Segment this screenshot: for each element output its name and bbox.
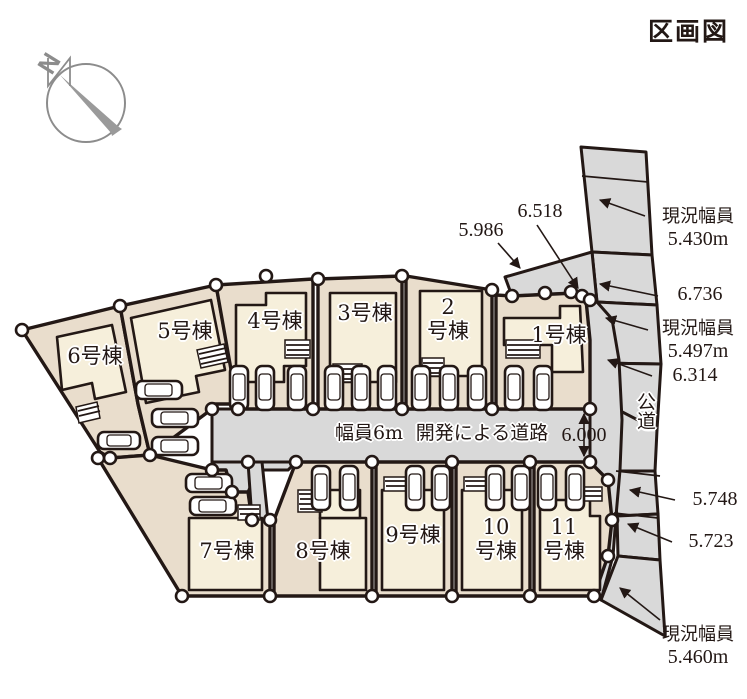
lot-10-parcel[interactable] xyxy=(454,460,532,598)
car-icon xyxy=(286,364,308,412)
car-icon xyxy=(536,464,558,512)
compass-rose xyxy=(46,55,126,143)
boundary-vertices xyxy=(14,268,620,604)
lot-2-parcel[interactable] xyxy=(404,274,494,412)
car-icon xyxy=(510,464,532,512)
lot-5-parcel[interactable] xyxy=(118,283,240,457)
lot-4-parcel[interactable] xyxy=(214,277,315,412)
page-title: 区画図 xyxy=(647,17,729,46)
car-icon xyxy=(466,364,488,412)
car-icon xyxy=(338,464,360,512)
car-icon xyxy=(503,364,525,412)
car-icon xyxy=(350,364,372,412)
car-icon xyxy=(532,364,554,412)
lot-9-parcel[interactable] xyxy=(374,460,454,598)
car-icon xyxy=(430,464,452,512)
car-icon xyxy=(484,464,506,512)
car-icon xyxy=(564,464,586,512)
car-icon xyxy=(404,464,426,512)
car-icon xyxy=(184,472,234,494)
dimension-leaders xyxy=(497,175,676,621)
lot-3-parcel[interactable] xyxy=(316,274,404,412)
car-icon xyxy=(150,407,200,429)
car-icon xyxy=(134,379,184,401)
car-icon xyxy=(310,464,332,512)
car-icon xyxy=(254,364,276,412)
car-icon xyxy=(376,364,398,412)
lot-1-parcel[interactable] xyxy=(494,291,592,412)
car-icon xyxy=(188,495,238,517)
car-icon xyxy=(410,364,432,412)
car-icon xyxy=(150,435,200,457)
car-icon xyxy=(96,430,142,451)
car-icon xyxy=(438,364,460,412)
lot-11-parcel[interactable] xyxy=(532,460,614,598)
lot-8-parcel[interactable] xyxy=(272,460,374,598)
car-icon xyxy=(323,364,345,412)
